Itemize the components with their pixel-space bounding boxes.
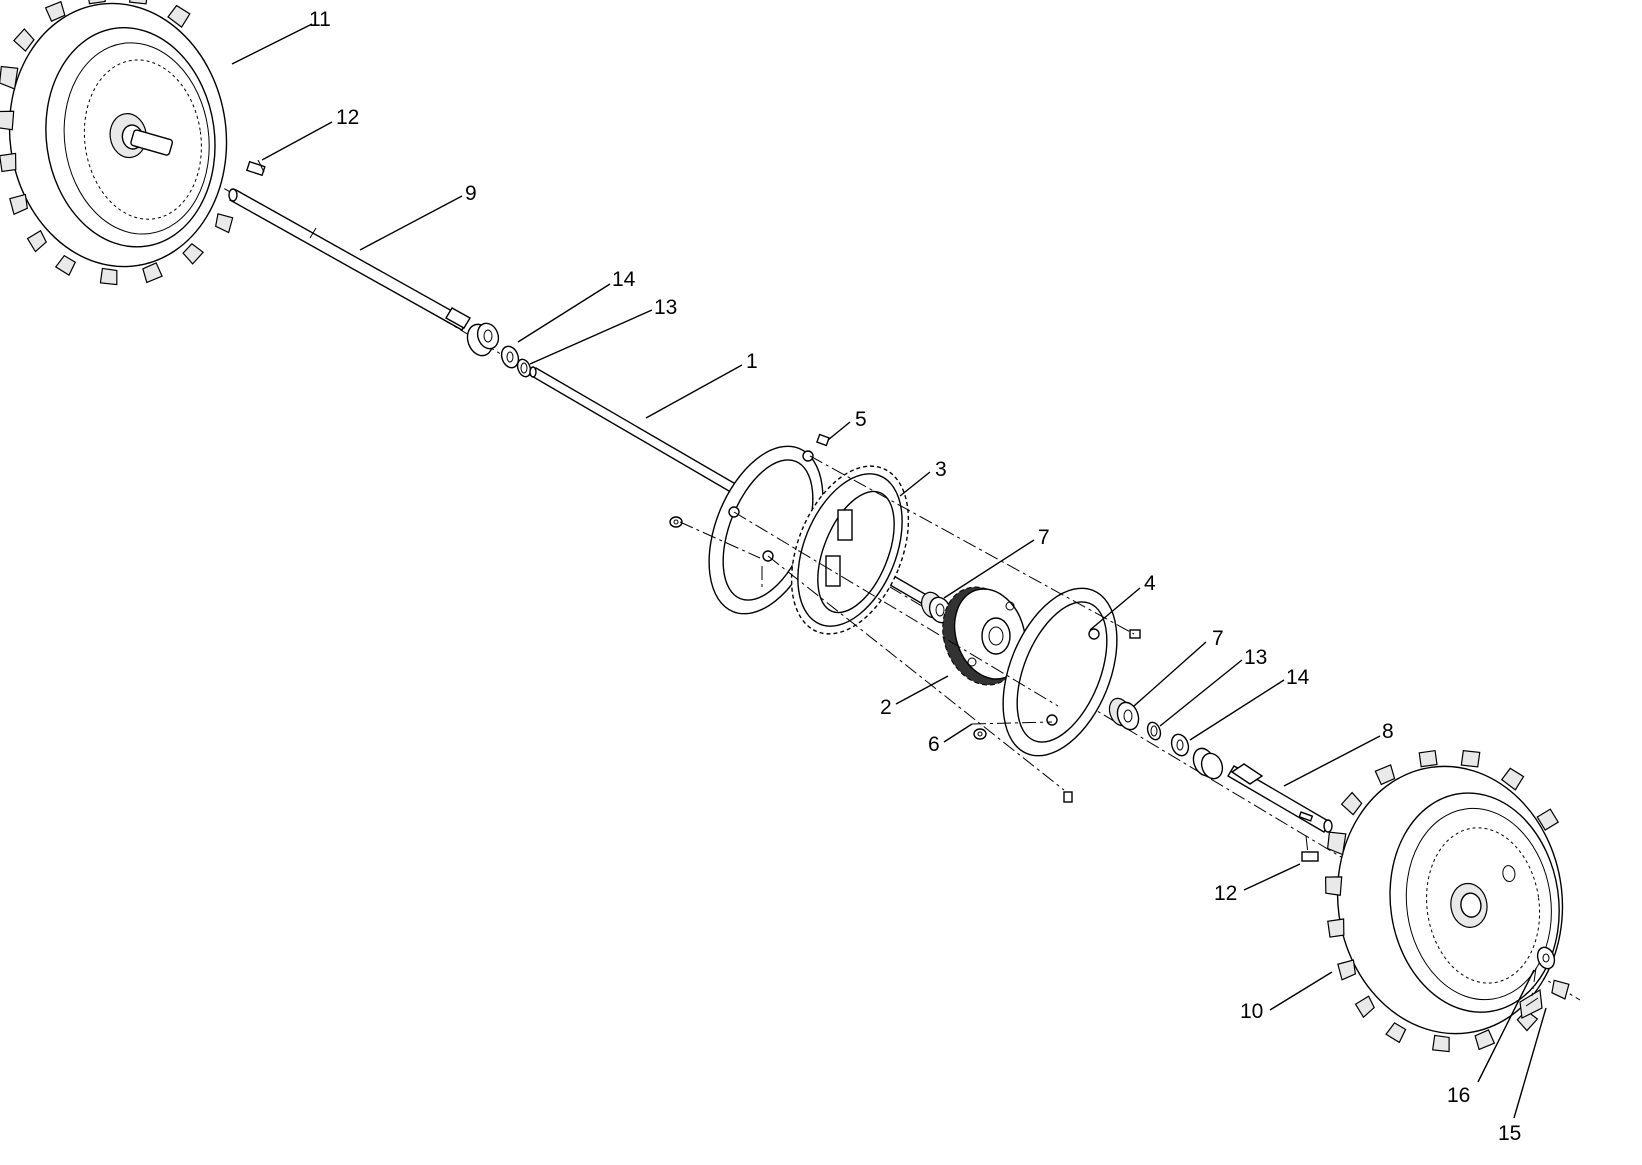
callout-14-upper: 14: [612, 268, 636, 291]
right-wheel-assembly: [1324, 749, 1570, 1053]
left-bushing: [466, 322, 500, 357]
right-axle-shaft: [1227, 763, 1333, 833]
lower-washer-14: [1170, 733, 1190, 757]
callout-7-upper: 7: [1038, 526, 1050, 549]
right-bearing: [1108, 697, 1140, 731]
callout-2: 2: [880, 696, 892, 719]
left-tire-tread: [0, 0, 234, 286]
leader-lines: [231, 23, 1547, 1119]
callout-3: 3: [935, 458, 947, 481]
assembly-guides: [257, 159, 1537, 997]
washer-16: [1536, 946, 1556, 970]
callout-13-lower: 13: [1244, 646, 1267, 669]
callout-9: 9: [465, 182, 477, 205]
right-tire-tread: [1324, 749, 1570, 1053]
callout-13-upper: 13: [654, 296, 677, 319]
callout-15: 15: [1498, 1122, 1521, 1145]
callout-8: 8: [1382, 720, 1394, 743]
callout-labels: 11 12 9 14 13 1 5 3 7 4 7 13 14 2 6 8 12…: [309, 8, 1521, 1145]
right-side-plate: [1002, 587, 1118, 757]
callout-10: 10: [1240, 1000, 1263, 1023]
callout-12-upper: 12: [336, 106, 359, 129]
callout-12-lower: 12: [1214, 882, 1237, 905]
left-axle-shaft: [228, 188, 471, 331]
nut-6: [973, 728, 987, 740]
ring-gear: [790, 465, 910, 635]
bolt-right-lower: [1063, 791, 1073, 803]
lower-ring-13: [1146, 721, 1162, 741]
callout-7-lower: 7: [1212, 627, 1224, 650]
right-bushing: [1192, 747, 1224, 780]
callout-14-lower: 14: [1286, 666, 1310, 689]
callout-1: 1: [746, 350, 758, 373]
callout-16: 16: [1447, 1084, 1470, 1107]
bolt-5: [816, 433, 830, 447]
callout-6: 6: [928, 733, 940, 756]
upper-ring-13: [516, 358, 532, 378]
left-wheel-assembly: [0, 0, 234, 286]
callout-5: 5: [855, 408, 867, 431]
clip-15: [1519, 989, 1543, 1019]
nut-left: [669, 516, 683, 528]
upper-washer-14: [500, 345, 520, 369]
callout-4: 4: [1144, 572, 1156, 595]
lower-key: [1301, 851, 1319, 862]
bolt-right-upper: [1129, 629, 1141, 639]
gear-hub: [942, 586, 1027, 686]
callout-11: 11: [309, 8, 331, 31]
